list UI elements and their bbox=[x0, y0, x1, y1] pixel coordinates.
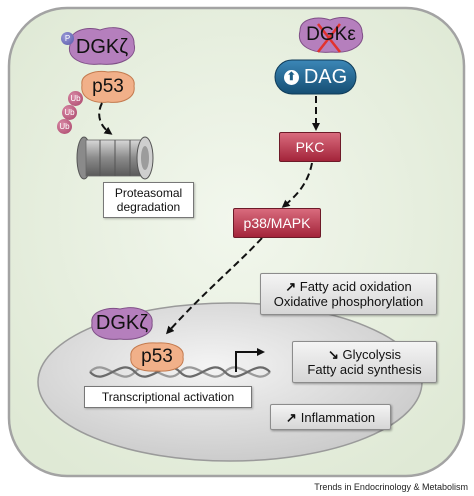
dag-label: DAG bbox=[303, 65, 348, 88]
ubiquitin-tag: Ub bbox=[62, 105, 77, 120]
dgk-zeta-nucleus-shape bbox=[91, 307, 153, 340]
p38-mapk-box: p38/MAPK bbox=[233, 208, 321, 238]
effect-label: Glycolysis bbox=[342, 347, 402, 362]
p53-top-label: p53 bbox=[92, 76, 124, 97]
p53-top: p53 bbox=[82, 72, 134, 102]
proteasomal-degradation-label: Proteasomal degradation bbox=[114, 186, 183, 214]
effect-box-glycolysis: ↘ Glycolysis Fatty acid synthesis bbox=[292, 341, 437, 383]
dgk-zeta-top-shape bbox=[68, 27, 136, 65]
effect-label: Fatty acid synthesis bbox=[307, 362, 422, 377]
effect-label: Inflammation bbox=[300, 409, 376, 425]
dgk-zeta-nucleus: DGKζ bbox=[88, 305, 156, 341]
ubiquitin-tag: Ub bbox=[68, 91, 83, 106]
transcriptional-activation-label: Transcriptional activation bbox=[101, 390, 235, 404]
pkc-box: PKC bbox=[279, 132, 341, 162]
trend-up-icon: ↗ bbox=[285, 409, 297, 425]
dgk-zeta-nucleus-label: DGKζ bbox=[95, 311, 149, 334]
phospho-label: P bbox=[64, 34, 71, 43]
effect-label: Oxidative phosphorylation bbox=[273, 294, 424, 309]
p53-nucleus: p53 bbox=[128, 341, 186, 373]
effect-box-inflammation: ↗ Inflammation bbox=[270, 404, 391, 430]
dgk-zeta-top-label: DGKζ bbox=[75, 35, 129, 58]
up-arrow-icon: ⬆ bbox=[283, 69, 299, 85]
p53-nucleus-label: p53 bbox=[141, 346, 173, 367]
arrow-pkc-to-p38 bbox=[281, 162, 313, 208]
trend-up-icon: ↗ bbox=[285, 279, 297, 294]
transcriptional-activation-box: Transcriptional activation bbox=[84, 386, 252, 408]
ubiquitin-tag: Ub bbox=[57, 119, 72, 134]
pkc-label: PKC bbox=[295, 139, 325, 155]
p53-top-shape bbox=[81, 71, 135, 103]
proteasome-icon bbox=[76, 136, 154, 180]
dag: ⬆ DAG bbox=[275, 60, 356, 94]
arrow-p53-to-proteasome bbox=[98, 102, 113, 135]
dgk-zeta-top: DGKζ bbox=[70, 30, 134, 64]
dna-helix-icon bbox=[89, 366, 271, 378]
effect-box-oxidation: ↗ Fatty acid oxidation Oxidative phospho… bbox=[260, 273, 437, 315]
dag-content: ⬆ DAG bbox=[275, 60, 356, 94]
transcription-start-arrow bbox=[235, 348, 265, 372]
effect-label: Fatty acid oxidation bbox=[299, 279, 412, 294]
dgk-epsilon-label: DGKε bbox=[306, 24, 356, 45]
trend-down-icon: ↘ bbox=[327, 347, 339, 362]
knockout-x-icon bbox=[317, 23, 341, 53]
dag-shape bbox=[274, 59, 357, 95]
p53-nucleus-shape bbox=[130, 342, 184, 372]
p38-mapk-label: p38/MAPK bbox=[243, 215, 311, 231]
journal-credit: Trends in Endocrinology & Metabolism bbox=[314, 482, 468, 492]
dgk-epsilon: DGKε bbox=[300, 17, 362, 53]
arrow-p38-to-nucleus bbox=[165, 237, 263, 335]
phospho-badge: P bbox=[61, 32, 74, 45]
proteasomal-degradation-box: Proteasomal degradation bbox=[103, 182, 194, 218]
